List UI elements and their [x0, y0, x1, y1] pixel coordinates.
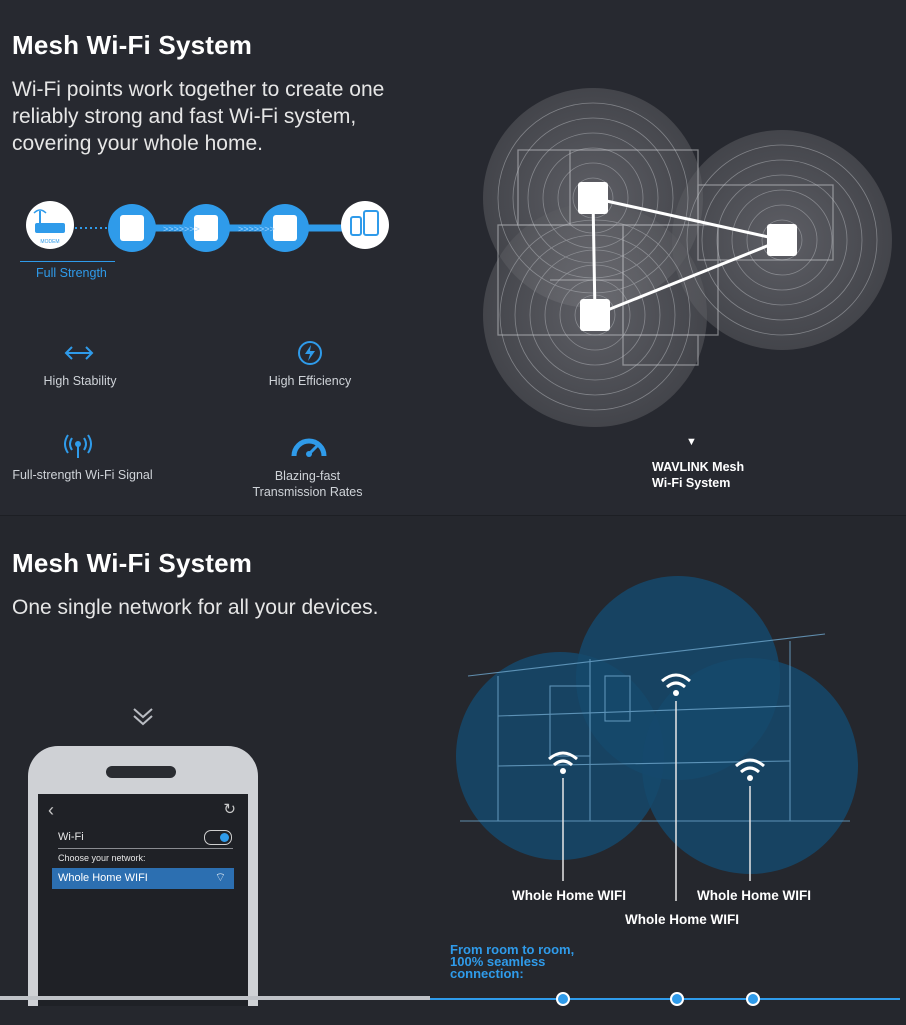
network-name: Whole Home WIFI — [58, 872, 148, 884]
subtitle-line: Wi-Fi points work together to create one — [12, 78, 385, 101]
wifi-toggle[interactable] — [204, 830, 232, 845]
network-list-item[interactable]: Whole Home WIFI ⌔ — [52, 868, 234, 889]
mesh-node-icon — [108, 204, 156, 252]
mesh-node-icon — [578, 182, 608, 214]
seamless-caption: From room to room, 100% seamless connect… — [450, 942, 575, 981]
timeline-line — [430, 998, 900, 1000]
back-icon[interactable]: ‹ — [48, 800, 54, 820]
mesh-chain-diagram: MODEM >>>>>>> >>>>>>> — [26, 201, 389, 252]
phone-camera — [132, 766, 144, 778]
phone-screen: ‹ ↻ Wi-Fi Choose your network: Whole Hom… — [38, 794, 248, 1006]
arrows-horizontal-icon — [64, 346, 94, 360]
wifi-signal-icon — [64, 434, 92, 458]
node-label: Whole Home WIFI — [512, 888, 626, 903]
mesh-node-icon — [182, 204, 230, 252]
wifi-label: Wi-Fi — [58, 831, 84, 843]
node-label: Whole Home WIFI — [625, 912, 739, 927]
lightning-icon — [298, 341, 322, 365]
svg-text:>>>>>>>: >>>>>>> — [238, 224, 275, 234]
triangle-down-icon: ▼ — [686, 436, 697, 448]
modem-icon: MODEM — [26, 201, 74, 249]
divider — [58, 848, 233, 849]
feature-label: Blazing-fast Transmission Rates — [235, 468, 380, 500]
section-title: Mesh Wi-Fi System — [12, 548, 253, 578]
caption-line: connection: — [450, 966, 524, 981]
mesh-overview-panel: Mesh Wi-Fi System Wi-Fi points work toge… — [12, 30, 892, 500]
speedometer-icon — [291, 438, 327, 457]
mesh-node-icon — [767, 224, 797, 256]
wifi-icon — [661, 673, 691, 696]
caption-line: 100% seamless — [450, 954, 546, 969]
subtitle-line: reliably strong and fast Wi-Fi system, — [12, 105, 357, 128]
modem-label: MODEM — [40, 239, 59, 245]
node-label: Whole Home WIFI — [697, 888, 811, 903]
feature-label-line: Blazing-fast — [274, 469, 341, 483]
feature-label: Full-strength Wi-Fi Signal — [12, 468, 153, 482]
caption-line: WAVLINK Mesh — [652, 460, 745, 474]
wifi-icon — [735, 758, 765, 781]
timeline-dot — [670, 992, 684, 1006]
section-title: Mesh Wi-Fi System — [12, 30, 253, 60]
feature-label: High Stability — [43, 374, 117, 388]
chain-divider — [20, 261, 115, 262]
house-coverage-diagram — [456, 576, 858, 901]
mesh-node-icon — [580, 299, 610, 331]
svg-text:>>>>>>>: >>>>>>> — [163, 224, 200, 234]
mesh-caption: WAVLINK Mesh Wi-Fi System — [652, 459, 744, 491]
caption-line: From room to room, — [450, 942, 575, 957]
ground-line — [0, 996, 430, 1000]
floorplan-coverage-diagram — [483, 88, 892, 427]
mesh-node-icon — [261, 204, 309, 252]
chain-label: Full Strength — [36, 266, 107, 280]
section-subtitle: One single network for all your devices. — [12, 596, 379, 619]
single-network-panel: Mesh Wi-Fi System One single network for… — [0, 515, 906, 1025]
devices-icon — [341, 201, 389, 249]
chevron-down-icon — [133, 708, 153, 726]
wifi-icon — [548, 751, 578, 774]
timeline-dot — [746, 992, 760, 1006]
timeline-dot — [556, 992, 570, 1006]
phone-body: ‹ ↻ Wi-Fi Choose your network: Whole Hom… — [28, 746, 258, 1006]
refresh-icon[interactable]: ↻ — [223, 801, 236, 818]
toggle-knob — [220, 833, 229, 842]
feature-label: High Efficiency — [268, 374, 352, 388]
subtitle-line: covering your whole home. — [12, 132, 263, 155]
caption-line: Wi-Fi System — [652, 476, 731, 490]
feature-label-line: Transmission Rates — [252, 485, 363, 499]
choose-network-label: Choose your network: — [58, 853, 146, 863]
wifi-icon: ⌔ — [214, 870, 226, 884]
section-subtitle: Wi-Fi points work together to create one… — [12, 76, 384, 157]
